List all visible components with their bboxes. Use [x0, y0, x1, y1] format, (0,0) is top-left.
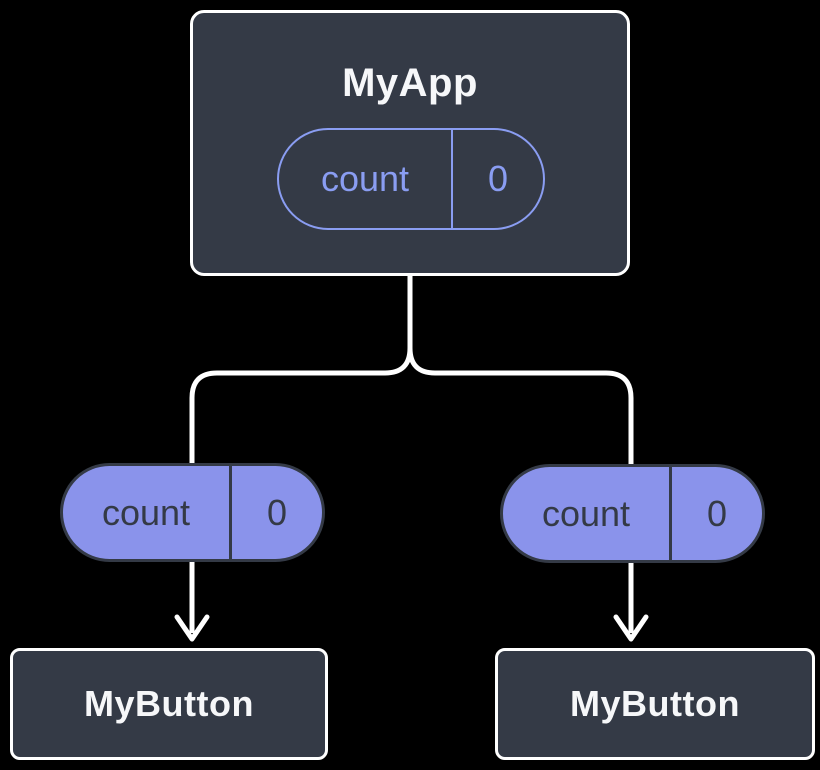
state-pill-name: count: [320, 158, 410, 199]
prop-pill-right: count 0: [500, 464, 765, 563]
arrow-down-right-icon: [613, 614, 649, 642]
prop-pill-left-divider: [229, 466, 232, 559]
state-pill-divider: [451, 130, 453, 228]
prop-pill-right-name: count: [541, 492, 631, 534]
component-box-myapp: MyApp: [190, 10, 630, 276]
connector-right-branch: [407, 274, 634, 466]
component-title-mybutton-right: MyButton: [570, 683, 740, 724]
prop-pill-left: count 0: [60, 463, 325, 562]
component-title-myapp: MyApp: [342, 61, 478, 105]
prop-pill-left-value: 0: [266, 491, 288, 533]
state-pill: count 0: [277, 128, 545, 230]
prop-pill-left-name: count: [101, 491, 191, 533]
component-box-mybutton-right: MyButton: [495, 648, 815, 760]
prop-pill-right-divider: [669, 467, 672, 560]
component-box-mybutton-left: MyButton: [10, 648, 328, 760]
component-title-mybutton-left: MyButton: [84, 683, 254, 724]
arrow-down-left-icon: [174, 614, 210, 642]
connector-left-branch: [189, 274, 413, 466]
prop-pill-right-value: 0: [706, 492, 728, 534]
state-pill-value: 0: [487, 158, 509, 199]
